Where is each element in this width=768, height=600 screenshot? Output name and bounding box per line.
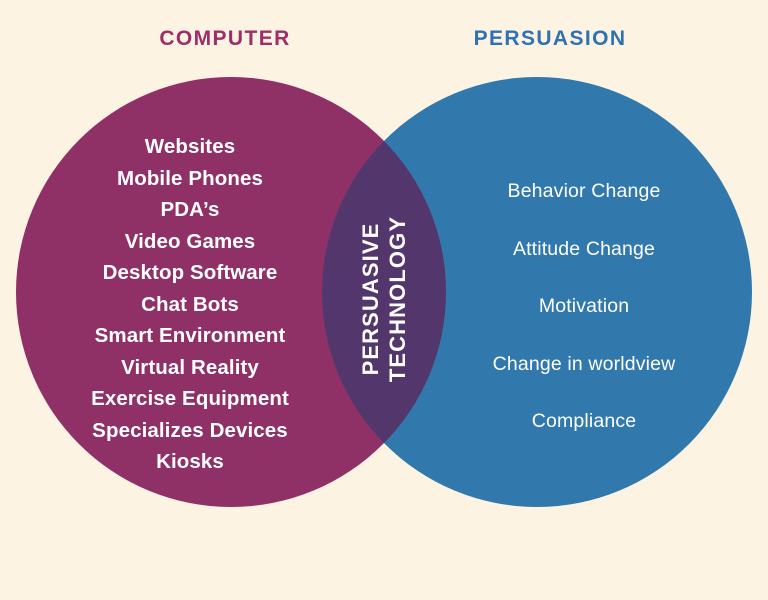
venn-circle-left [16,77,446,507]
left-set-title: COMPUTER [159,27,291,50]
venn-circle-right [322,77,752,507]
right-set-title: PERSUASION [473,27,627,50]
